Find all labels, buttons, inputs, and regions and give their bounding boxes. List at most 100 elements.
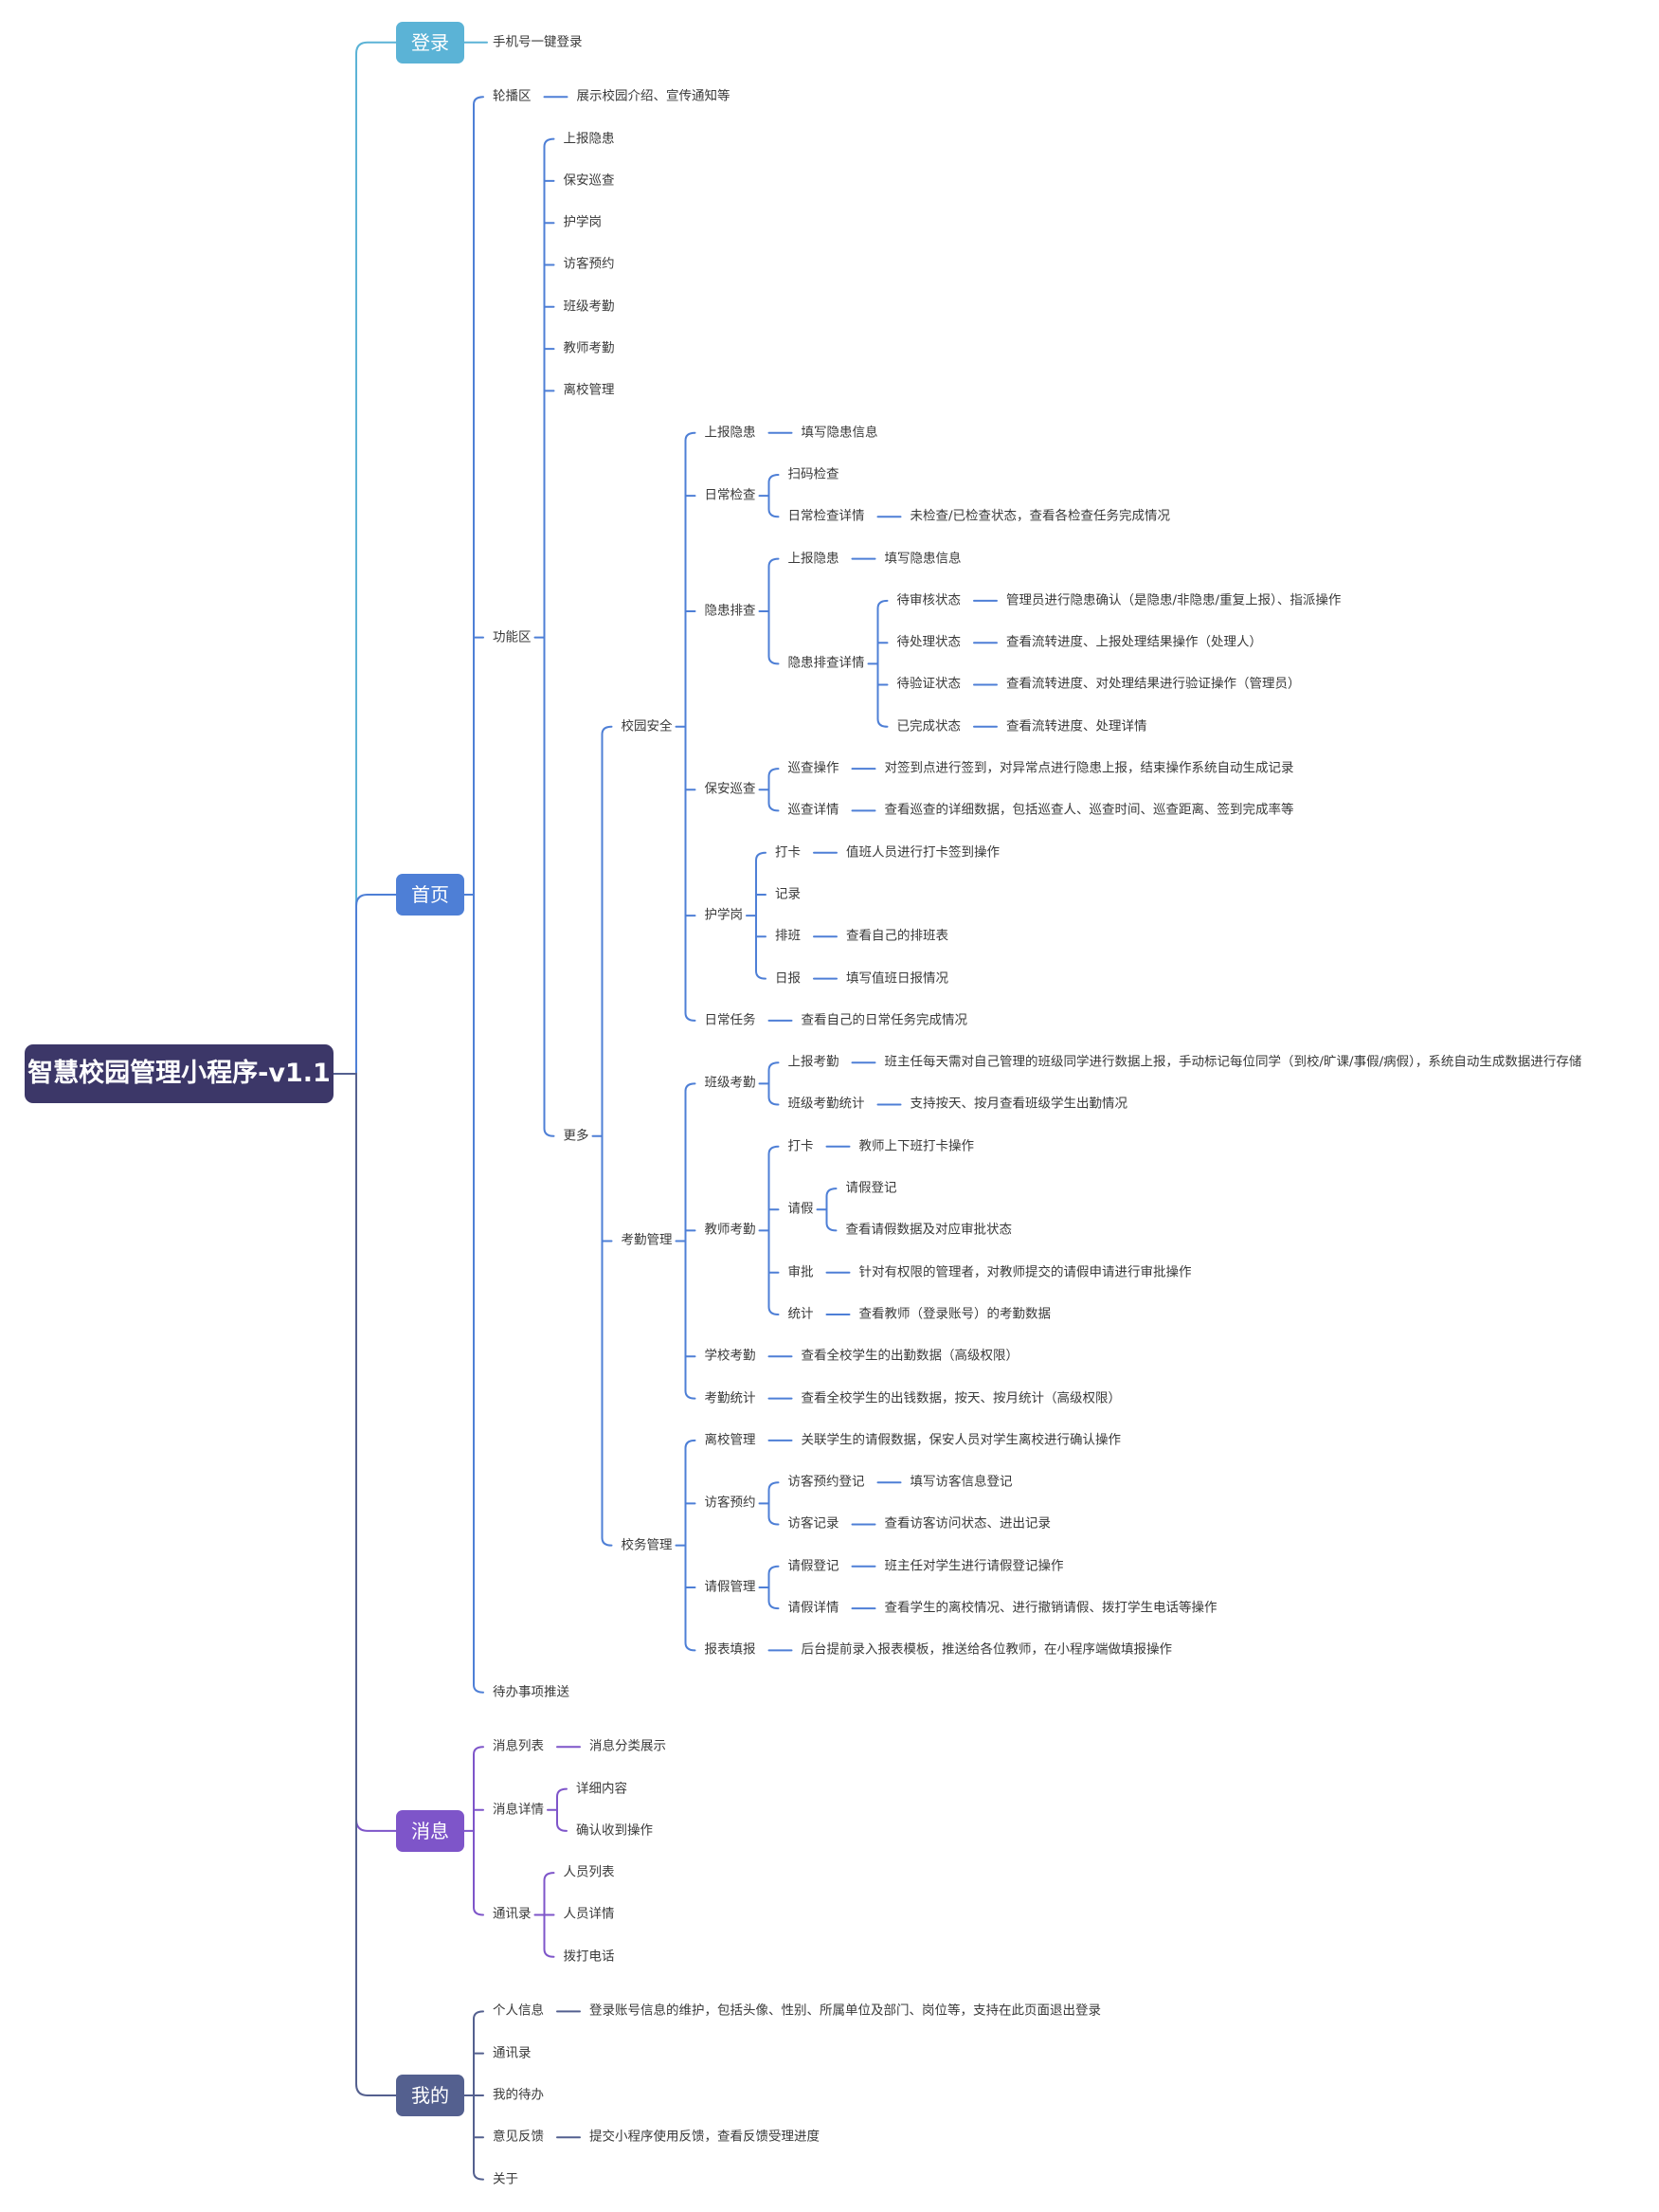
connector-line (473, 96, 484, 1694)
branch-node: 消息 (396, 1809, 464, 1852)
connector-line (601, 725, 613, 1547)
tree-node: 教师考勤 (563, 340, 615, 356)
tree-node: 护学岗 (704, 907, 744, 923)
tree-node: 已完成状态 (896, 718, 962, 734)
connector-line (556, 1787, 568, 1832)
tree-node: 查看请假数据及对应审批状态 (845, 1222, 1013, 1238)
connector-line (755, 851, 766, 980)
connector-line (825, 1188, 838, 1232)
tree-node: 人员详情 (563, 1906, 615, 1922)
tree-node: 待验证状态 (896, 676, 962, 692)
node-description: 填写隐患信息 (884, 550, 962, 566)
connector-line (767, 1145, 780, 1315)
tree-node: 报表填报 (704, 1641, 756, 1658)
tree-node: 校务管理 (621, 1536, 673, 1552)
node-description: 填写隐患信息 (801, 424, 878, 440)
tree-node: 班级考勤 (563, 299, 615, 315)
tree-node: 日常检查详情 (787, 508, 865, 524)
connector-line (767, 1565, 780, 1610)
tree-node: 保安巡查 (704, 781, 756, 797)
tree-node: 打卡 (787, 1138, 814, 1154)
tree-node: 待办事项推送 (493, 1683, 569, 1699)
tree-node: 保安巡查 (563, 172, 615, 189)
connector-line (767, 473, 780, 518)
connector-line (543, 137, 555, 1137)
tree-node: 访客记录 (787, 1515, 839, 1532)
tree-node: 待处理状态 (896, 634, 962, 650)
node-description: 查看流转进度、上报处理结果操作（处理人） (1006, 634, 1262, 650)
node-description: 展示校园介绍、宣传通知等 (576, 88, 730, 104)
node-description: 支持按天、按月查看班级学生出勤情况 (910, 1096, 1128, 1112)
branch-node: 首页 (396, 873, 464, 916)
connector-line (684, 431, 696, 1022)
tree-node: 巡查详情 (787, 802, 839, 818)
node-description: 查看学生的离校情况、进行撤销请假、拨打学生电话等操作 (884, 1600, 1217, 1616)
connector-line (684, 1082, 696, 1400)
tree-node: 隐患排查 (704, 603, 756, 619)
tree-node: 拨打电话 (563, 1949, 615, 1965)
tree-node: 意见反馈 (493, 2129, 544, 2145)
tree-node: 护学岗 (563, 214, 603, 230)
node-description: 查看访客访问状态、进出记录 (884, 1515, 1052, 1532)
tree-node: 消息详情 (493, 1801, 544, 1817)
node-description: 管理员进行隐患确认（是隐患/非隐患/重复上报）、指派操作 (1006, 592, 1342, 608)
tree-node: 请假管理 (704, 1579, 756, 1595)
tree-node: 上报隐患 (704, 424, 756, 440)
tree-node: 班级考勤统计 (787, 1096, 865, 1112)
tree-node: 更多 (563, 1127, 589, 1143)
tree-node: 轮播区 (493, 88, 532, 104)
node-description: 查看全校学生的出钱数据，按天、按月统计（高级权限） (801, 1389, 1122, 1405)
tree-node: 上报考勤 (787, 1054, 839, 1070)
connector-line (333, 893, 397, 1075)
node-description: 查看自己的排班表 (846, 928, 948, 944)
tree-node: 考勤管理 (621, 1232, 673, 1248)
tree-node: 离校管理 (563, 382, 615, 398)
connector-line (876, 599, 889, 728)
node-description: 教师上下班打卡操作 (858, 1138, 975, 1154)
tree-node: 教师考勤 (704, 1222, 756, 1238)
tree-node: 请假登记 (845, 1180, 897, 1196)
tree-node: 巡查操作 (787, 760, 839, 776)
node-description: 查看全校学生的出勤数据（高级权限） (801, 1348, 1019, 1364)
tree-node: 统计 (787, 1306, 814, 1322)
tree-node: 排班 (775, 928, 801, 944)
tree-node: 校园安全 (621, 718, 673, 734)
node-description: 消息分类展示 (589, 1738, 666, 1754)
node-description: 查看流转进度、处理详情 (1006, 718, 1147, 734)
tree-node: 日常任务 (704, 1012, 756, 1028)
node-description: 登录账号信息的维护，包括头像、性别、所属单位及部门、岗位等，支持在此页面退出登录 (589, 2003, 1101, 2019)
tree-node: 打卡 (775, 843, 801, 860)
connector-line (473, 1746, 484, 1916)
tree-node: 请假详情 (787, 1600, 839, 1616)
tree-node: 离校管理 (704, 1432, 756, 1448)
connector-line (767, 1481, 780, 1526)
tree-node: 日报 (775, 970, 801, 986)
tree-node: 我的待办 (493, 2087, 544, 2103)
tree-node: 学校考勤 (704, 1348, 756, 1364)
node-description: 未检查/已检查状态，查看各检查任务完成情况 (910, 508, 1171, 524)
tree-node: 扫码检查 (787, 466, 839, 482)
connector-line (333, 41, 397, 1075)
tree-node: 隐患排查详情 (787, 655, 865, 671)
node-description: 查看教师（登录账号）的考勤数据 (858, 1306, 1052, 1322)
tree-node: 待审核状态 (896, 592, 962, 608)
tree-node: 班级考勤 (704, 1075, 756, 1091)
root-node: 智慧校园管理小程序-v1.1 (25, 1044, 334, 1103)
tree-node: 详细内容 (576, 1780, 627, 1796)
connector-line (333, 1073, 397, 2096)
tree-node: 考勤统计 (704, 1389, 756, 1405)
tree-node: 记录 (775, 886, 801, 902)
tree-node: 手机号一键登录 (493, 33, 583, 49)
branch-node: 我的 (396, 2074, 464, 2116)
node-description: 查看巡查的详细数据，包括巡查人、巡查时间、巡查距离、签到完成率等 (884, 802, 1294, 818)
connector-line (767, 557, 780, 665)
tree-node: 上报隐患 (563, 130, 615, 146)
node-description: 提交小程序使用反馈，查看反馈受理进度 (589, 2129, 820, 2145)
node-description: 填写访客信息登记 (910, 1474, 1013, 1490)
tree-node: 个人信息 (493, 2003, 544, 2019)
tree-node: 访客预约 (704, 1495, 756, 1511)
branch-node: 登录 (396, 21, 464, 63)
node-description: 班主任对学生进行请假登记操作 (884, 1558, 1064, 1574)
tree-node: 功能区 (493, 628, 532, 644)
